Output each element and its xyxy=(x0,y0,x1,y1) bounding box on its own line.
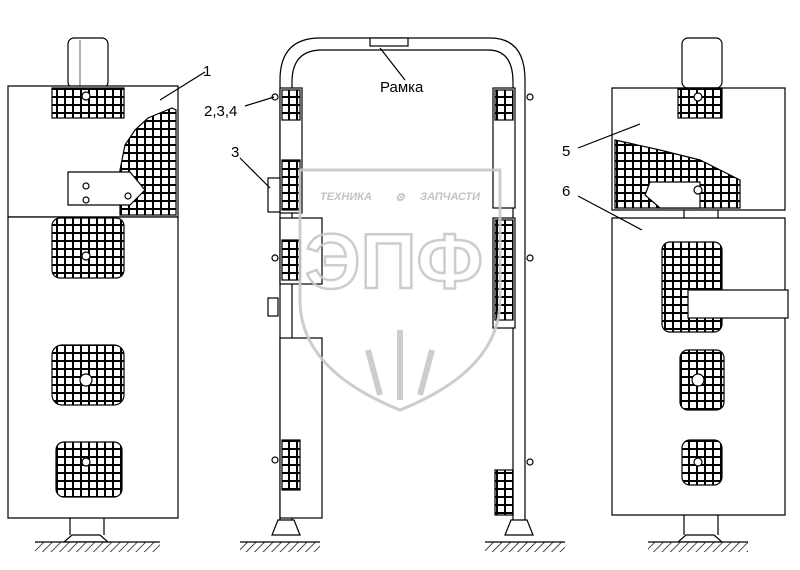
watermark-logo: ЭПФ xyxy=(305,217,483,305)
left-view xyxy=(7,37,206,552)
right-crossbar xyxy=(687,289,789,319)
right-bracket xyxy=(644,181,701,209)
bolt-icon xyxy=(691,373,705,387)
label-part-5: 5 xyxy=(562,143,570,160)
center-view xyxy=(239,37,565,552)
bolt-icon xyxy=(693,457,703,467)
bolt-icon xyxy=(81,457,91,467)
label-frame: Рамка xyxy=(380,79,424,96)
bolt-icon xyxy=(79,373,93,387)
bolt-icon xyxy=(124,192,132,200)
label-part-2-3-4: 2,3,4 xyxy=(204,103,237,120)
bolt-icon xyxy=(271,254,279,262)
leader-3 xyxy=(239,157,271,189)
leader-234 xyxy=(244,96,275,107)
left-step-2 xyxy=(51,217,125,279)
label-part-1: 1 xyxy=(203,63,211,80)
center-bracket xyxy=(267,177,281,213)
watermark-line2: ЗАПЧАСТИ xyxy=(420,191,481,203)
bolt-icon xyxy=(693,185,703,195)
right-base xyxy=(648,534,748,552)
left-base xyxy=(35,534,160,552)
right-view xyxy=(577,37,789,552)
gear-icon: ⚙ xyxy=(395,192,406,204)
bolt-icon xyxy=(693,92,703,102)
bolt-icon xyxy=(81,91,91,101)
bolt-icon xyxy=(82,182,90,190)
leader-frame xyxy=(379,47,406,81)
callouts: 1 2,3,4 3 Рамка 5 6 xyxy=(203,63,570,200)
wheat-icon xyxy=(365,330,435,400)
leader-1 xyxy=(159,71,206,101)
leader-5 xyxy=(577,123,641,149)
label-part-6: 6 xyxy=(562,183,570,200)
bolt-icon xyxy=(526,93,534,101)
center-left-panel-lower xyxy=(279,337,323,519)
watermark: ТЕХНИКА ⚙ ЗАПЧАСТИ ЭПФ xyxy=(298,168,502,412)
bolt-icon xyxy=(82,196,90,204)
bolt-icon xyxy=(81,251,91,261)
left-step-4 xyxy=(55,441,123,498)
bolt-icon xyxy=(526,254,534,262)
leader-6 xyxy=(577,195,643,231)
left-bracket xyxy=(67,171,146,206)
label-part-3: 3 xyxy=(231,144,239,161)
bolt-icon xyxy=(526,458,534,466)
bolt-icon xyxy=(271,456,279,464)
watermark-line1: ТЕХНИКА xyxy=(320,191,372,203)
